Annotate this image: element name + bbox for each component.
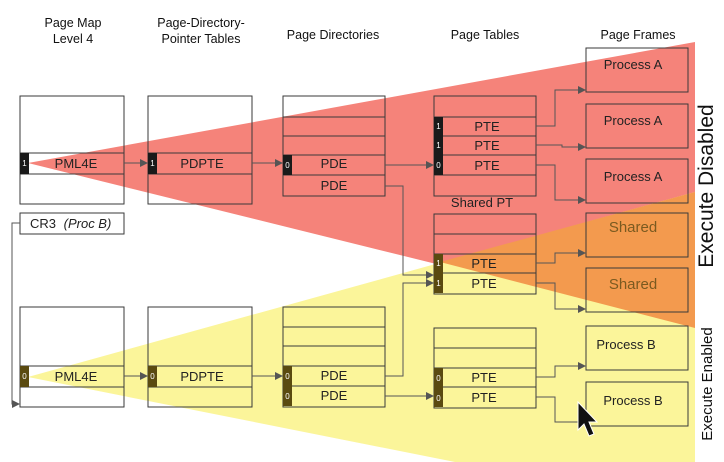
page-frame-4: Shared bbox=[585, 212, 689, 258]
svg-text:Process A: Process A bbox=[604, 169, 663, 184]
svg-text:0: 0 bbox=[436, 161, 441, 170]
page-frame-5: Shared bbox=[585, 267, 689, 313]
bit-cell bbox=[20, 153, 29, 174]
pte-entry-b2: PTE bbox=[471, 390, 497, 405]
svg-text:Process A: Process A bbox=[604, 113, 663, 128]
pt-table-a: 1 1 0 PTE PTE PTE bbox=[433, 95, 537, 197]
svg-text:0: 0 bbox=[285, 161, 290, 170]
svg-text:Process A: Process A bbox=[604, 57, 663, 72]
cr3-register: CR3 (Proc B) bbox=[19, 212, 125, 235]
pml4e-entry-a: PML4E bbox=[55, 156, 98, 171]
pml4e-entry-b: PML4E bbox=[55, 369, 98, 384]
header-page-tables: Page Tables bbox=[451, 28, 520, 42]
pd-table-b: 0 0 PDE PDE bbox=[282, 306, 386, 408]
svg-text:1: 1 bbox=[436, 122, 441, 131]
shared-page-table: 1 1 PTE PTE bbox=[433, 213, 537, 295]
pde-entry-b2: PDE bbox=[321, 388, 348, 403]
header-pdpt-line2: Pointer Tables bbox=[162, 32, 241, 46]
pd-table-a: 0 PDE PDE bbox=[282, 95, 386, 197]
svg-text:Process B: Process B bbox=[603, 393, 662, 408]
header-pml4-line1: Page Map bbox=[45, 16, 102, 30]
pte-entry-a3: PTE bbox=[474, 158, 500, 173]
overlap-region bbox=[440, 192, 695, 328]
pt-table-b: 0 0 PTE PTE bbox=[433, 327, 537, 409]
page-frame-1: Process A bbox=[585, 47, 689, 93]
svg-text:0: 0 bbox=[285, 372, 290, 381]
page-frame-6: Process B bbox=[585, 325, 689, 371]
pte-entry-shared2: PTE bbox=[471, 276, 497, 291]
header-page-frames: Page Frames bbox=[600, 28, 675, 42]
pde-entry-a1: PDE bbox=[321, 156, 348, 171]
svg-text:Shared: Shared bbox=[609, 219, 657, 236]
pde-entry-a2: PDE bbox=[321, 178, 348, 193]
pml4-table-a: 1 PML4E bbox=[19, 95, 125, 205]
cr3-label: CR3 bbox=[30, 216, 56, 231]
svg-text:Process B: Process B bbox=[596, 337, 655, 352]
page-frame-3: Process A bbox=[585, 158, 689, 204]
svg-text:1: 1 bbox=[436, 259, 441, 268]
pdpte-entry-a: PDPTE bbox=[180, 156, 224, 171]
pte-entry-a1: PTE bbox=[474, 119, 500, 134]
svg-text:Shared: Shared bbox=[609, 276, 657, 293]
svg-text:1: 1 bbox=[150, 159, 155, 168]
svg-text:0: 0 bbox=[285, 392, 290, 401]
pde-entry-b1: PDE bbox=[321, 368, 348, 383]
execute-disabled-label: Execute Disabled bbox=[695, 104, 718, 267]
mouse-cursor-icon bbox=[577, 400, 599, 437]
pte-entry-shared1: PTE bbox=[471, 256, 497, 271]
svg-text:1: 1 bbox=[436, 141, 441, 150]
header-page-directories: Page Directories bbox=[287, 28, 379, 42]
header-pdpt-line1: Page-Directory- bbox=[157, 16, 245, 30]
svg-text:0: 0 bbox=[150, 372, 155, 381]
svg-text:CR3 (Proc B): CR3 (Proc B) bbox=[30, 216, 111, 231]
pdpt-table-b: 0 PDPTE bbox=[147, 306, 253, 408]
pml4-table-b: 0 PML4E bbox=[19, 306, 125, 408]
page-frame-2: Process A bbox=[585, 103, 689, 149]
cr3-proc: (Proc B) bbox=[64, 216, 112, 231]
pte-entry-a2: PTE bbox=[474, 138, 500, 153]
shared-pt-title: Shared PT bbox=[451, 195, 513, 210]
svg-text:1: 1 bbox=[22, 159, 27, 168]
pdpt-table-a: 1 PDPTE bbox=[147, 95, 253, 205]
page-frame-7: Process B bbox=[585, 381, 689, 427]
svg-text:1: 1 bbox=[436, 279, 441, 288]
svg-text:0: 0 bbox=[22, 372, 27, 381]
svg-text:0: 0 bbox=[436, 394, 441, 403]
pdpte-entry-b: PDPTE bbox=[180, 369, 224, 384]
pointer-arrows bbox=[11, 86, 586, 426]
svg-text:0: 0 bbox=[436, 374, 441, 383]
header-pml4-line2: Level 4 bbox=[53, 32, 93, 46]
execute-enabled-label: Execute Enabled bbox=[699, 327, 716, 440]
pte-entry-b1: PTE bbox=[471, 370, 497, 385]
